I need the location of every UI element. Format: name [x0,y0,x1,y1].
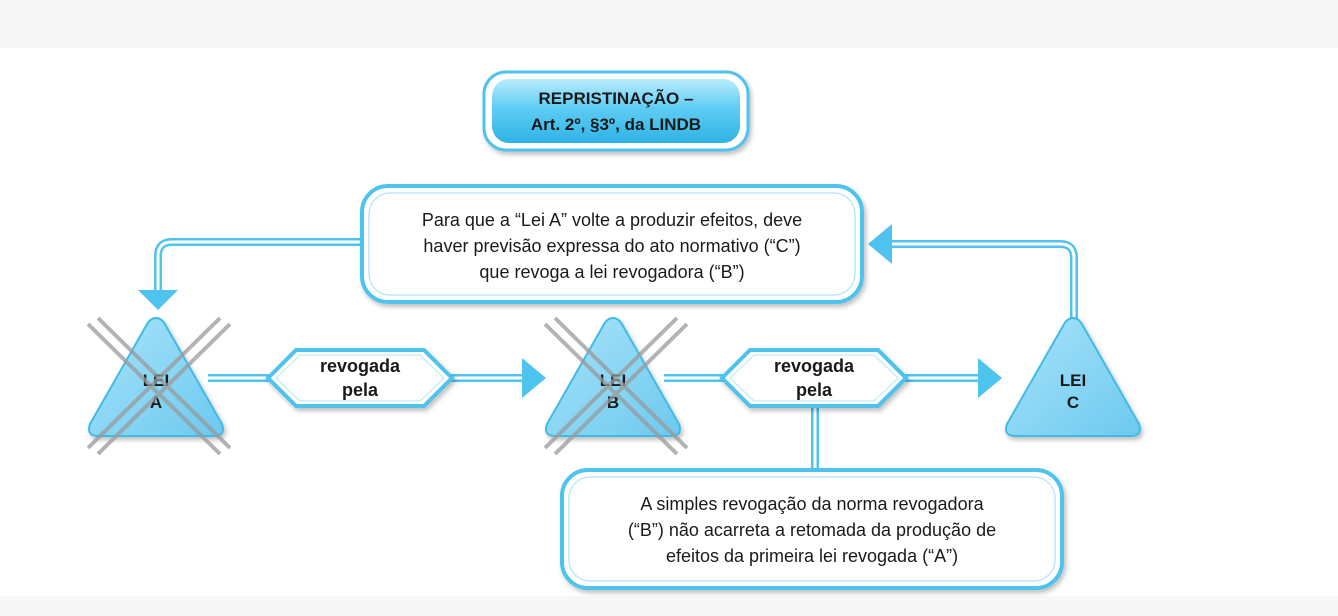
connector-note-to-lei-a [138,238,370,310]
background-strip-bottom [0,596,1338,616]
link-ab-line-2: pela [342,380,379,400]
top-note-line-1: Para que a “Lei A” volte a produzir efei… [422,210,802,230]
lei-b-triangle: LEI B [543,316,689,456]
link-label-bc: revogada pela [719,348,909,408]
title-line-1: REPRISTINAÇÃO – [539,88,694,108]
background-strip-top [0,0,1338,48]
connector-lei-c-to-note [868,224,1078,332]
top-note-box: Para que a “Lei A” volte a produzir efei… [360,184,864,304]
arrow-down-icon [138,290,178,310]
lei-c-triangle: LEI C [1005,316,1141,437]
link-label-ab: revogada pela [265,348,455,408]
lei-a-triangle: LEI A [86,316,232,456]
title-pill: REPRISTINAÇÃO – Art. 2º, §3º, da LINDB [482,70,750,152]
bottom-note-box: A simples revogação da norma revogadora … [560,468,1064,590]
link-bc-line-1: revogada [774,356,855,376]
bottom-note-line-3: efeitos da primeira lei revogada (“A”) [666,546,958,566]
arrow-right-icon [522,358,546,398]
arrow-left-icon [868,224,892,264]
bottom-note-line-2: (“B”) não acarreta a retomada da produçã… [628,520,996,540]
lei-c-line-2: C [1067,393,1079,412]
top-note-line-2: haver previsão expressa do ato normativo… [423,236,800,256]
link-bc-line-2: pela [796,380,833,400]
arrow-right-icon [978,358,1002,398]
top-note-line-3: que revoga a lei revogadora (“B”) [479,262,744,282]
cross-mark-icon [86,316,232,456]
lei-c-line-1: LEI [1060,371,1086,390]
link-ab-line-1: revogada [320,356,401,376]
cross-mark-icon [543,316,689,456]
bottom-note-line-1: A simples revogação da norma revogadora [640,494,984,514]
title-line-2: Art. 2º, §3º, da LINDB [531,115,701,134]
